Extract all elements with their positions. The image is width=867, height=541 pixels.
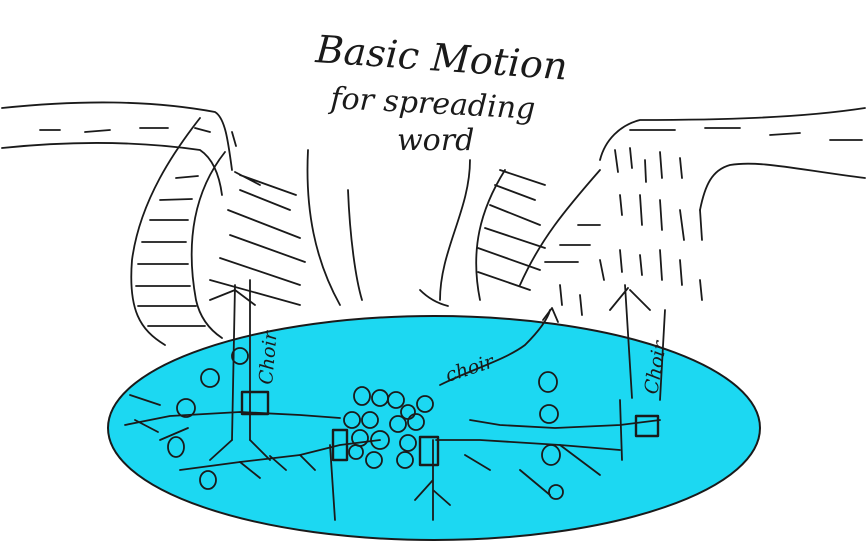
title-line-3: word xyxy=(397,123,474,158)
